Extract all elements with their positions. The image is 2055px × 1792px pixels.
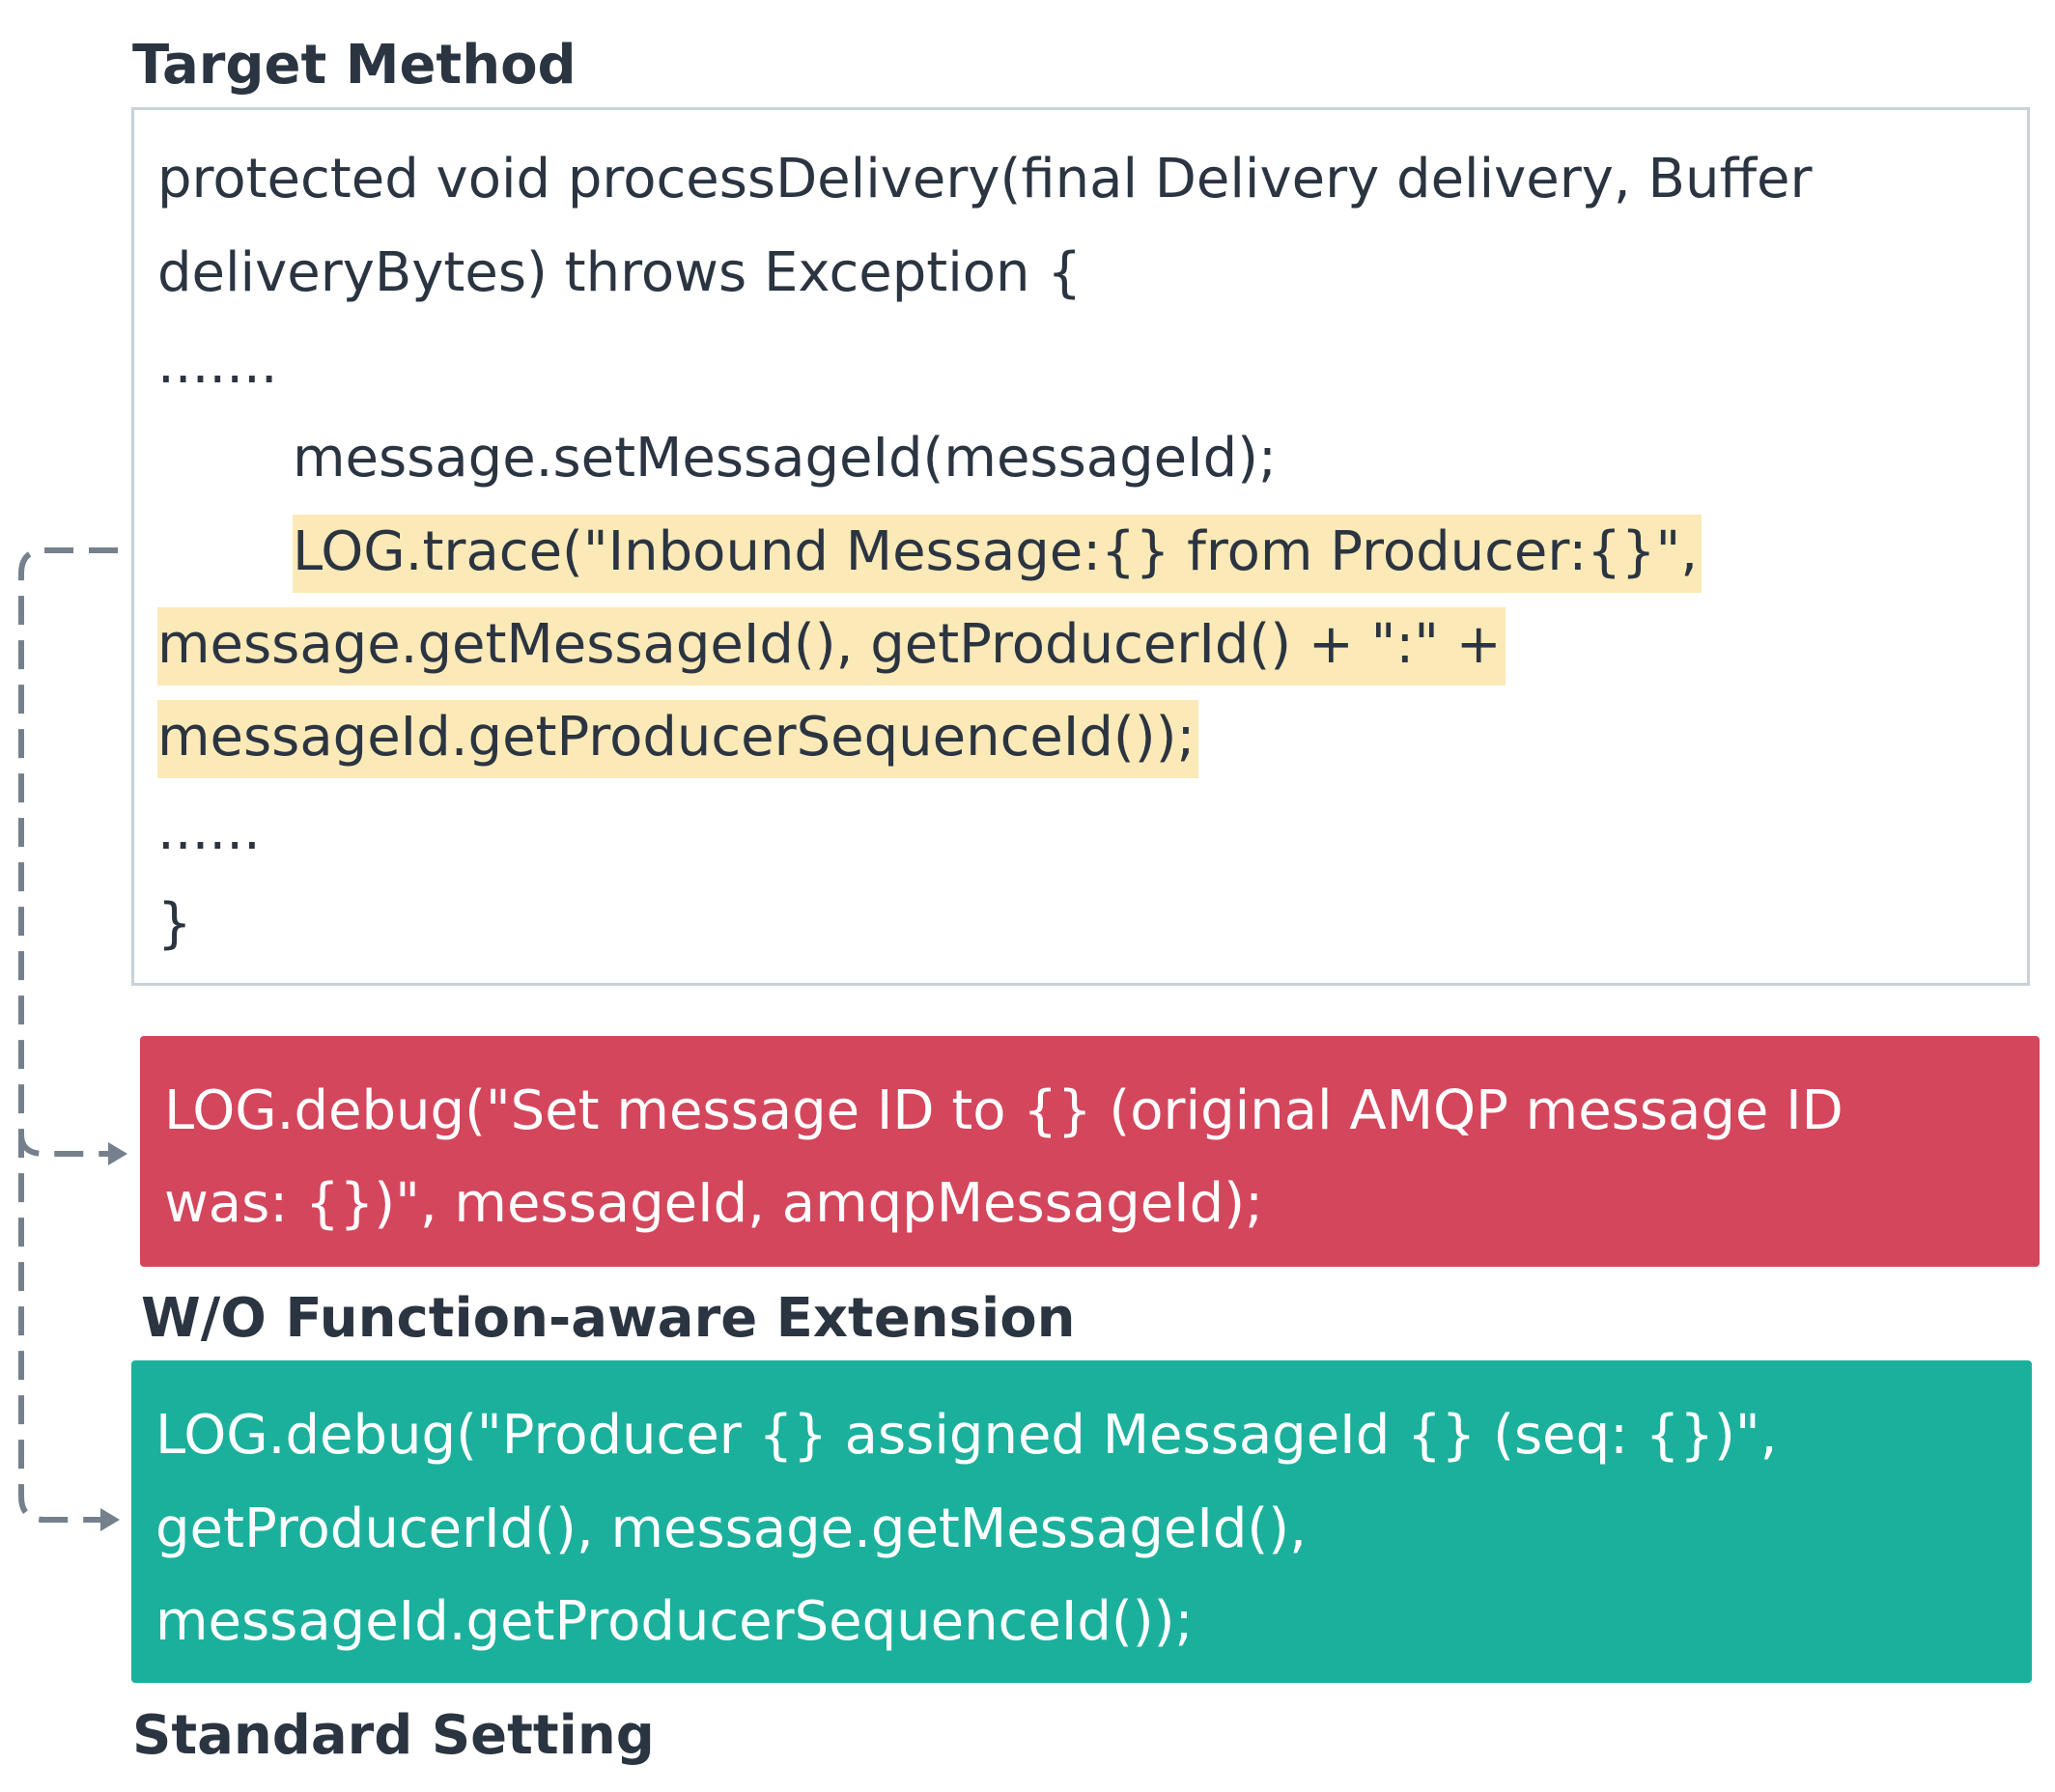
- highlighted-log-statement-part-1: LOG.trace("Inbound Message:{} from Produ…: [293, 515, 1703, 593]
- highlighted-log-statement-part-2: message.getMessageId(), getProducerId() …: [157, 607, 1506, 686]
- standard-setting-heading: Standard Setting: [132, 1704, 655, 1767]
- green-output-line-3: messageId.getProducerSequenceId());: [155, 1590, 1194, 1653]
- standard-setting-output-box: LOG.debug("Producer {} assigned MessageI…: [131, 1360, 2032, 1683]
- code-line-set-message-id: message.setMessageId(messageId);: [293, 427, 1277, 490]
- arrowhead-to-red-box-icon: [108, 1142, 127, 1165]
- code-line-log-trace-2: message.getMessageId(), getProducerId() …: [157, 607, 1506, 686]
- code-line-ellipsis-2: ......: [157, 799, 261, 862]
- code-line-log-trace-3: messageId.getProducerSequenceId());: [157, 700, 1199, 778]
- green-output-line-1: LOG.debug("Producer {} assigned MessageI…: [155, 1404, 1778, 1467]
- arrowhead-to-green-box-icon: [100, 1508, 120, 1531]
- without-extension-output-box: LOG.debug("Set message ID to {} (origina…: [140, 1036, 2040, 1267]
- red-output-line-1: LOG.debug("Set message ID to {} (origina…: [164, 1079, 1844, 1142]
- dashed-connector-line: [18, 547, 118, 1523]
- code-line-signature-1: protected void processDelivery(final Del…: [157, 148, 1813, 210]
- green-output-line-2: getProducerId(), message.getMessageId(),: [155, 1498, 1307, 1560]
- code-line-signature-2: deliveryBytes) throws Exception {: [157, 241, 1082, 304]
- code-line-log-trace-1: LOG.trace("Inbound Message:{} from Produ…: [293, 515, 1703, 593]
- highlighted-log-statement-part-3: messageId.getProducerSequenceId());: [157, 700, 1199, 778]
- without-extension-heading: W/O Function-aware Extension: [141, 1287, 1076, 1350]
- code-line-ellipsis-1: .......: [157, 333, 278, 396]
- target-method-code-box: protected void processDelivery(final Del…: [131, 107, 2030, 986]
- dashed-connector-branch: [18, 1134, 108, 1157]
- target-method-heading: Target Method: [132, 34, 577, 97]
- red-output-line-2: was: {})", messageId, amqpMessageId);: [164, 1172, 1263, 1235]
- code-line-closing-brace: }: [157, 892, 192, 955]
